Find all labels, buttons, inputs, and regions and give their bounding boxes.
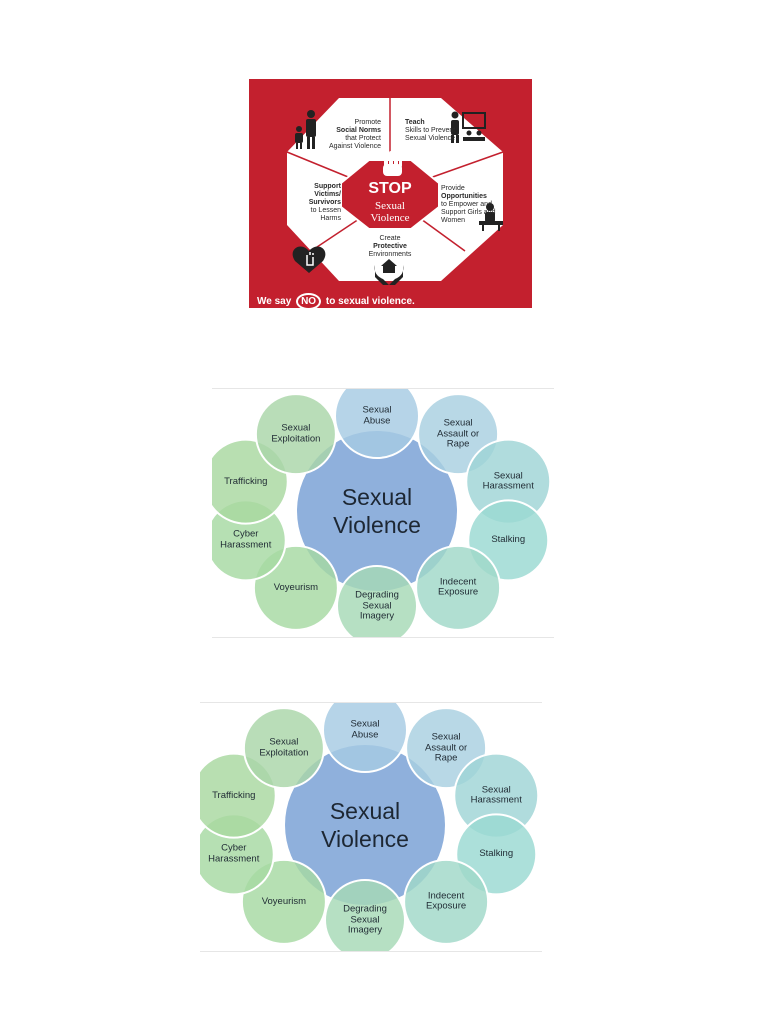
section-social-norms: Promote Social Norms that Protect Agains… xyxy=(321,119,381,151)
victims-bold: Support Victims/ Survivors xyxy=(308,183,341,206)
stop-word: STOP xyxy=(368,180,412,197)
wheel-item-label: Trafficking xyxy=(212,789,256,801)
wheel-item-circle xyxy=(415,544,502,631)
wheel-item-label: Sexual Exploitation xyxy=(259,736,309,759)
wheel-item-label: Sexual Assault or Rape xyxy=(436,417,480,450)
opportunities-bold: Opportunities xyxy=(441,193,487,200)
tagline: We say NO to sexual violence. xyxy=(257,293,415,310)
wheel-item-circle xyxy=(336,565,418,637)
section-opportunities: Provide Opportunities to Empower and Sup… xyxy=(441,185,497,225)
wheel-item-label: Degrading Sexual Imagery xyxy=(343,903,387,936)
wheel-item-label: Sexual Abuse xyxy=(350,718,380,740)
norms-pre: Promote xyxy=(354,119,381,126)
center-circle xyxy=(297,431,457,591)
tagline-before: We say xyxy=(257,296,292,307)
victims-post: to Lessen Harms xyxy=(310,207,341,222)
stop-subtitle: Sexual Violence xyxy=(370,200,410,224)
norms-post: that Protect Against Violence xyxy=(328,135,381,150)
center-stop-octagon xyxy=(340,159,440,230)
environments-bold: Protective xyxy=(373,243,407,250)
heart-hand-icon xyxy=(292,246,326,273)
tagline-after: to sexual violence. xyxy=(325,296,415,307)
teach-bold: Teach xyxy=(405,119,425,126)
opportunities-pre: Provide xyxy=(441,185,465,192)
wheel-svg xyxy=(200,703,540,951)
wheel-item-label: Cyber Harassment xyxy=(220,528,272,551)
stop-hand-icon xyxy=(383,151,402,176)
family-icon xyxy=(295,110,316,149)
wheel-item-label: Sexual Harassment xyxy=(482,470,534,492)
wheel-item-label: Trafficking xyxy=(224,475,268,487)
octagon-graphic xyxy=(286,98,504,285)
teacher-icon xyxy=(451,111,486,143)
wheel-item-circle xyxy=(242,707,325,790)
student-desk-icon xyxy=(479,203,503,231)
section-environments: Create Protective Environments xyxy=(360,235,420,259)
wheel-item-circle xyxy=(324,879,406,951)
environments-post: Environments xyxy=(368,251,412,258)
wheel-item-label: Voyeurism xyxy=(261,895,307,907)
center-label: Sexual Violence xyxy=(333,484,421,538)
wheel-item-label: Degrading Sexual Imagery xyxy=(355,589,399,622)
wheel-item-circle xyxy=(334,389,420,459)
wheel-item-label: Voyeurism xyxy=(273,581,319,593)
section-teach: Teach Skills to Prevent Sexual Violence xyxy=(405,119,465,143)
section-support-victims: Support Victims/ Survivors to Lessen Har… xyxy=(295,183,341,223)
wheel-item-label: Stalking xyxy=(491,534,526,546)
wheel-item-label: Indecent Exposure xyxy=(426,890,467,912)
wheel-item-label: Stalking xyxy=(479,848,514,860)
stop-sexual-violence-graphic: Promote Social Norms that Protect Agains… xyxy=(249,79,532,310)
house-hands-icon xyxy=(374,259,404,285)
wheel-item-label: Sexual Assault or Rape xyxy=(424,731,468,764)
wheel-item-circle xyxy=(322,703,408,773)
tagline-no-circle: NO xyxy=(296,293,322,310)
teach-post: Skills to Prevent Sexual Violence xyxy=(405,127,456,142)
wheel-item-circle xyxy=(254,393,337,476)
opportunities-post: to Empower and Support Girls and Women xyxy=(441,201,496,224)
center-label: Sexual Violence xyxy=(321,798,409,852)
wheel-item-label: Indecent Exposure xyxy=(438,576,479,598)
wheel-item-label: Sexual Abuse xyxy=(362,404,392,426)
center-circle xyxy=(285,745,445,905)
wheel-item-label: Sexual Harassment xyxy=(470,784,522,806)
wheel-item-circle xyxy=(403,858,490,945)
wheel-svg xyxy=(212,389,552,637)
wheel-item-label: Sexual Exploitation xyxy=(271,422,321,445)
wheel-item-label: Cyber Harassment xyxy=(208,842,260,865)
environments-pre: Create xyxy=(379,235,401,242)
norms-bold: Social Norms xyxy=(336,127,381,134)
